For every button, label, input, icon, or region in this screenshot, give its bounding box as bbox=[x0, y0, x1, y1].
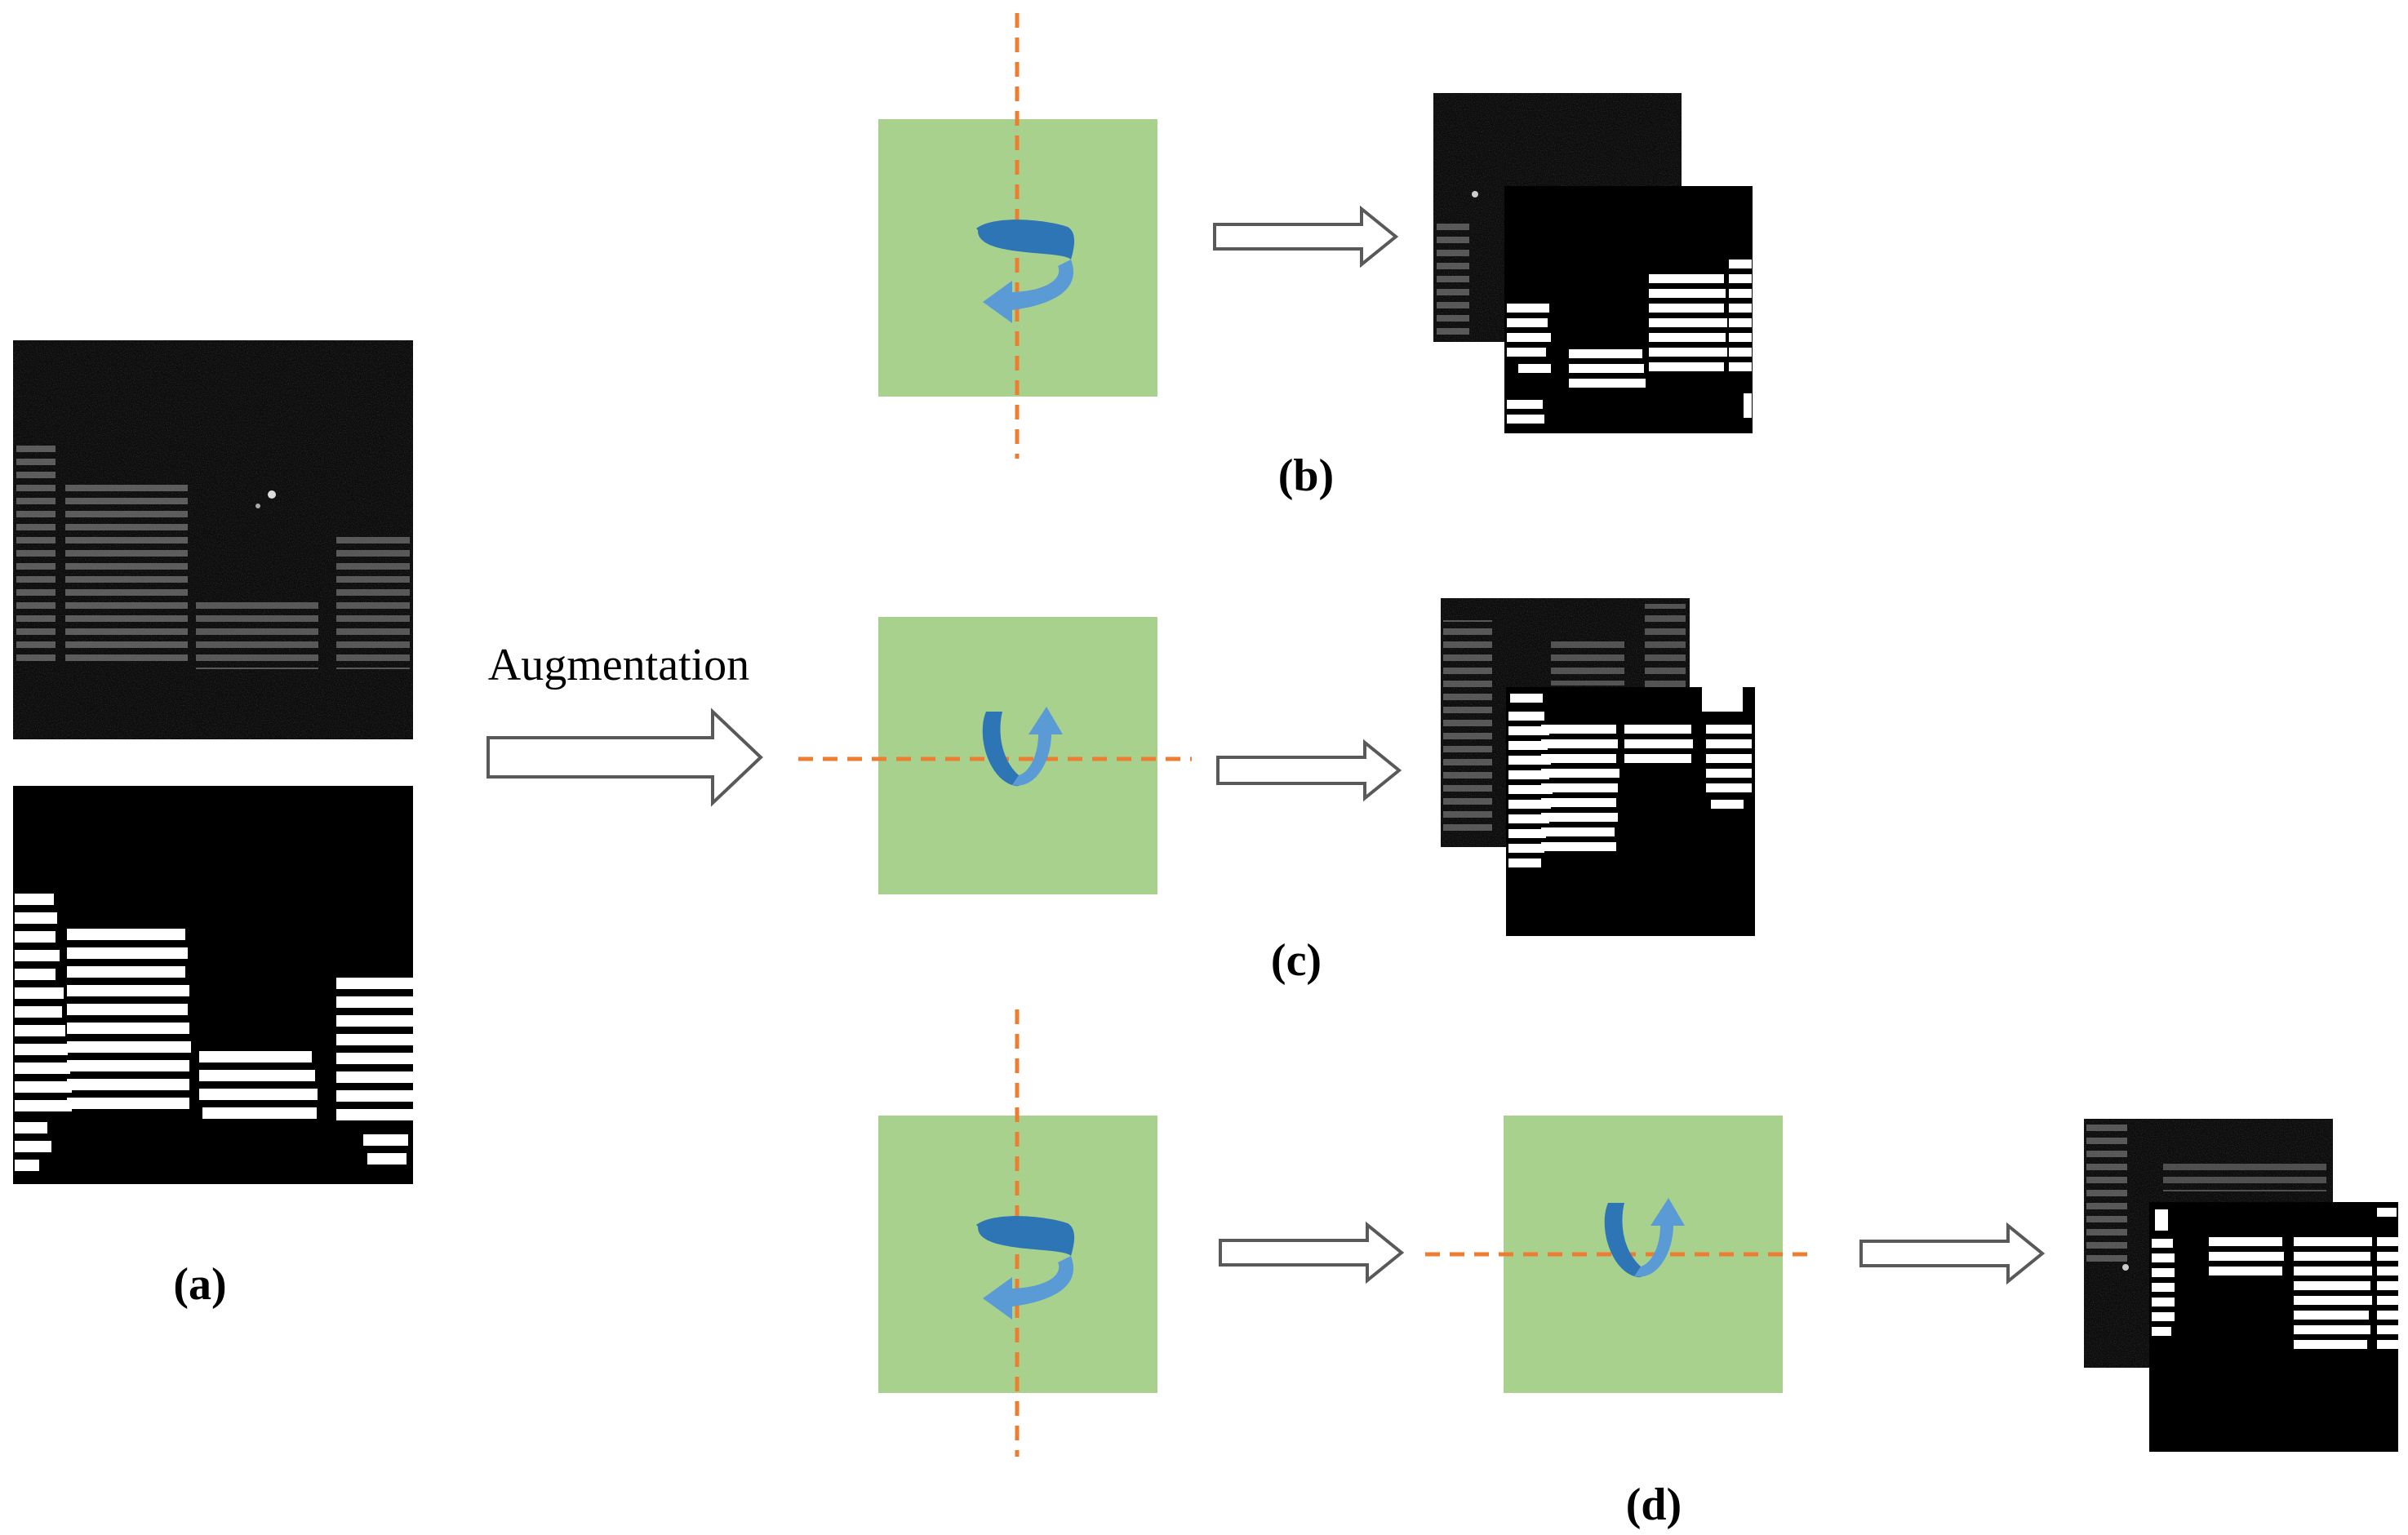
transition-arrow-icon bbox=[1216, 739, 1402, 802]
augmentation-arrow-icon bbox=[486, 708, 763, 807]
augmentation-label: Augmentation bbox=[488, 640, 749, 690]
curved-rotation-arrow-vertical-icon bbox=[982, 707, 1063, 787]
flip-square-d2 bbox=[1425, 1116, 1817, 1393]
flip-square-c bbox=[798, 617, 1192, 894]
curved-rotation-arrow-horizontal-icon bbox=[976, 220, 1075, 323]
panel-label-d: (d) bbox=[1626, 1480, 1682, 1530]
transition-arrow-icon bbox=[1859, 1222, 2046, 1285]
curved-rotation-arrow-vertical-icon bbox=[1604, 1198, 1685, 1278]
original-sar-image bbox=[13, 340, 413, 739]
panel-label-c: (c) bbox=[1271, 935, 1322, 986]
original-mask-image bbox=[13, 786, 413, 1184]
transition-arrow-icon bbox=[1219, 1221, 1405, 1284]
panel-label-a: (a) bbox=[173, 1259, 226, 1310]
curved-rotation-arrow-horizontal-icon bbox=[976, 1216, 1075, 1320]
result-mask-image-d bbox=[2149, 1202, 2398, 1452]
transition-arrow-icon bbox=[1213, 205, 1399, 268]
result-mask-image-c bbox=[1506, 687, 1755, 936]
flip-square-d1 bbox=[878, 1009, 1157, 1457]
result-mask-image-b bbox=[1504, 186, 1753, 433]
panel-label-b: (b) bbox=[1278, 450, 1334, 501]
